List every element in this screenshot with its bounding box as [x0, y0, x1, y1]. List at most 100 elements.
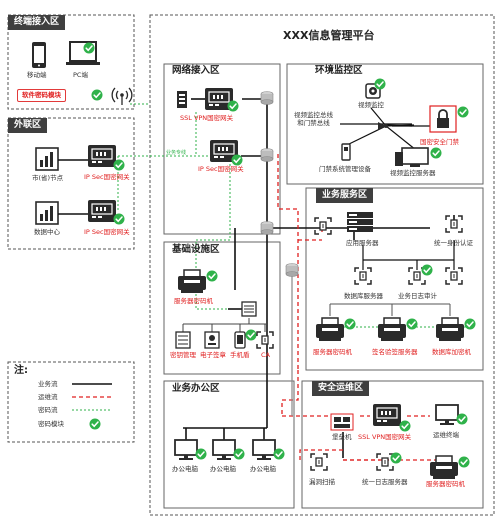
service-cipher-machine-icon [315, 317, 345, 342]
infra-cipher-machine-icon [177, 269, 207, 294]
external-zone-box [7, 117, 135, 250]
ca-label: CA [261, 351, 270, 359]
switch-3-icon [260, 221, 274, 235]
network-zone-box [163, 63, 281, 235]
data-center-label: 数据中心 [34, 228, 60, 236]
office-pc-1-label: 办公电脑 [172, 465, 198, 473]
e-seal-icon [204, 331, 220, 349]
ops-ssl-vpn-label: SSL VPN国密网关 [358, 433, 412, 441]
terminal-zone-title: 终端接入区 [8, 15, 66, 30]
service-scan-icon [445, 267, 463, 285]
legend-title: 注: [14, 365, 28, 376]
app-server-label: 应用服务器 [346, 239, 379, 247]
ca-icon [256, 331, 274, 349]
office-pc-3-icon [252, 439, 276, 461]
secure-door-label: 国密安全门禁 [420, 138, 459, 146]
db-encryptor-icon [435, 317, 465, 342]
infra-zone-box [163, 241, 281, 375]
phone-shield-icon [234, 331, 246, 349]
sign-verify-server-icon [377, 317, 407, 342]
platform-title: XXX信息管理平台 [283, 29, 375, 42]
legend-business-flow: 业务流 [38, 380, 58, 388]
infra-zone-title: 基础设施区 [172, 244, 220, 255]
terminal-module-check [90, 88, 104, 102]
env-zone-title: 环境监控区 [315, 65, 363, 76]
office-pc-3-label: 办公电脑 [250, 465, 276, 473]
office-pc-2-label: 办公电脑 [210, 465, 236, 473]
office-pc-1-icon [174, 439, 198, 461]
external-ipsec-gateway-1-icon [87, 144, 117, 168]
switch-1-icon [260, 91, 274, 105]
infra-switch-icon [241, 301, 257, 317]
switch-4-icon [285, 263, 299, 277]
wireless-icon [111, 87, 133, 105]
key-management-icon [175, 331, 191, 349]
ext-gw-1-label: IP Sec国密网关 [84, 173, 130, 181]
external-ipsec-gateway-2-icon [87, 199, 117, 223]
pc-label: PC端 [73, 71, 88, 79]
e-seal-label: 电子签章 [200, 351, 226, 359]
ssl-vpn-label: SSL VPN国密网关 [180, 114, 234, 122]
service-zone-title: 业务服务区 [316, 188, 374, 203]
vuln-scan-label: 漏洞扫描 [309, 478, 335, 486]
platform-border [149, 14, 495, 516]
ops-zone-title: 安全运维区 [312, 381, 370, 396]
log-server-label: 统一日志服务器 [362, 478, 408, 486]
vuln-scan-icon [310, 453, 328, 471]
log-server-icon [376, 453, 394, 471]
pc-terminal-icon [66, 41, 100, 65]
office-pc-2-icon [212, 439, 236, 461]
ops-terminal-icon [435, 404, 459, 426]
log-audit-label: 业务日志审计 [398, 292, 437, 300]
door-controller-icon [341, 143, 351, 161]
infra-cipher-label: 服务器密码机 [174, 297, 213, 305]
switch-2-icon [260, 148, 274, 162]
bastion-label: 堡垒机 [332, 433, 352, 441]
bus-hub-icon [378, 122, 388, 130]
service-zone-box [305, 187, 484, 371]
legend-box [7, 361, 135, 443]
app-server-icon [347, 212, 373, 232]
ops-zone-box [301, 380, 484, 509]
door-mgmt-label: 门禁系统管理设备 [319, 165, 371, 173]
video-server-icon [395, 147, 429, 167]
network-zone-title: 网络接入区 [172, 65, 220, 76]
sign-verify-label: 签名验签服务器 [372, 348, 418, 356]
office-zone-title: 业务办公区 [172, 383, 220, 394]
external-zone-title: 外联区 [8, 118, 48, 133]
service-entry-icon [314, 217, 332, 235]
data-center-icon [35, 201, 59, 225]
leased-line-label: 业务专线 [166, 150, 187, 156]
legend-crypto-module: 密码模块 [38, 420, 64, 428]
phone-shield-label: 手机盾 [230, 351, 250, 359]
video-server-label: 视频监控服务器 [390, 169, 436, 177]
ops-cipher-label: 服务器密码机 [426, 480, 465, 488]
ext-gw-2-label: IP Sec国密网关 [84, 228, 130, 236]
firewall-icon [177, 91, 187, 108]
ops-terminal-label: 运维终端 [433, 431, 459, 439]
office-zone-box [163, 380, 295, 509]
bastion-host-icon [330, 413, 354, 431]
identity-auth-label: 统一身份认证 [434, 239, 473, 247]
legend-module-check [88, 417, 102, 431]
city-node-icon [35, 147, 59, 171]
db-encryptor-label: 数据库加密机 [432, 348, 471, 356]
access-lock-icon [429, 105, 457, 133]
mobile-label: 移动端 [27, 71, 47, 79]
ops-ssl-vpn-gateway-icon [372, 403, 402, 427]
city-node-label: 市(省)节点 [32, 174, 64, 182]
service-cipher-label: 服务器密码机 [313, 348, 352, 356]
key-mgmt-label: 密钥管理 [170, 351, 196, 359]
software-module-badge: 软件密码模块 [17, 89, 66, 102]
db-server-icon [354, 267, 372, 285]
video-monitor-label: 视频监控 [358, 101, 384, 109]
mobile-device-icon [32, 42, 46, 68]
ipsec-label: IP Sec国密网关 [198, 165, 244, 173]
db-server-label: 数据库服务器 [344, 292, 383, 300]
env-zone-box [286, 63, 484, 185]
legend-ops-flow: 运维流 [38, 393, 58, 401]
legend-crypto-flow: 密码流 [38, 406, 58, 414]
bus-label: 视频监控总线 和门禁总线 [294, 111, 333, 128]
